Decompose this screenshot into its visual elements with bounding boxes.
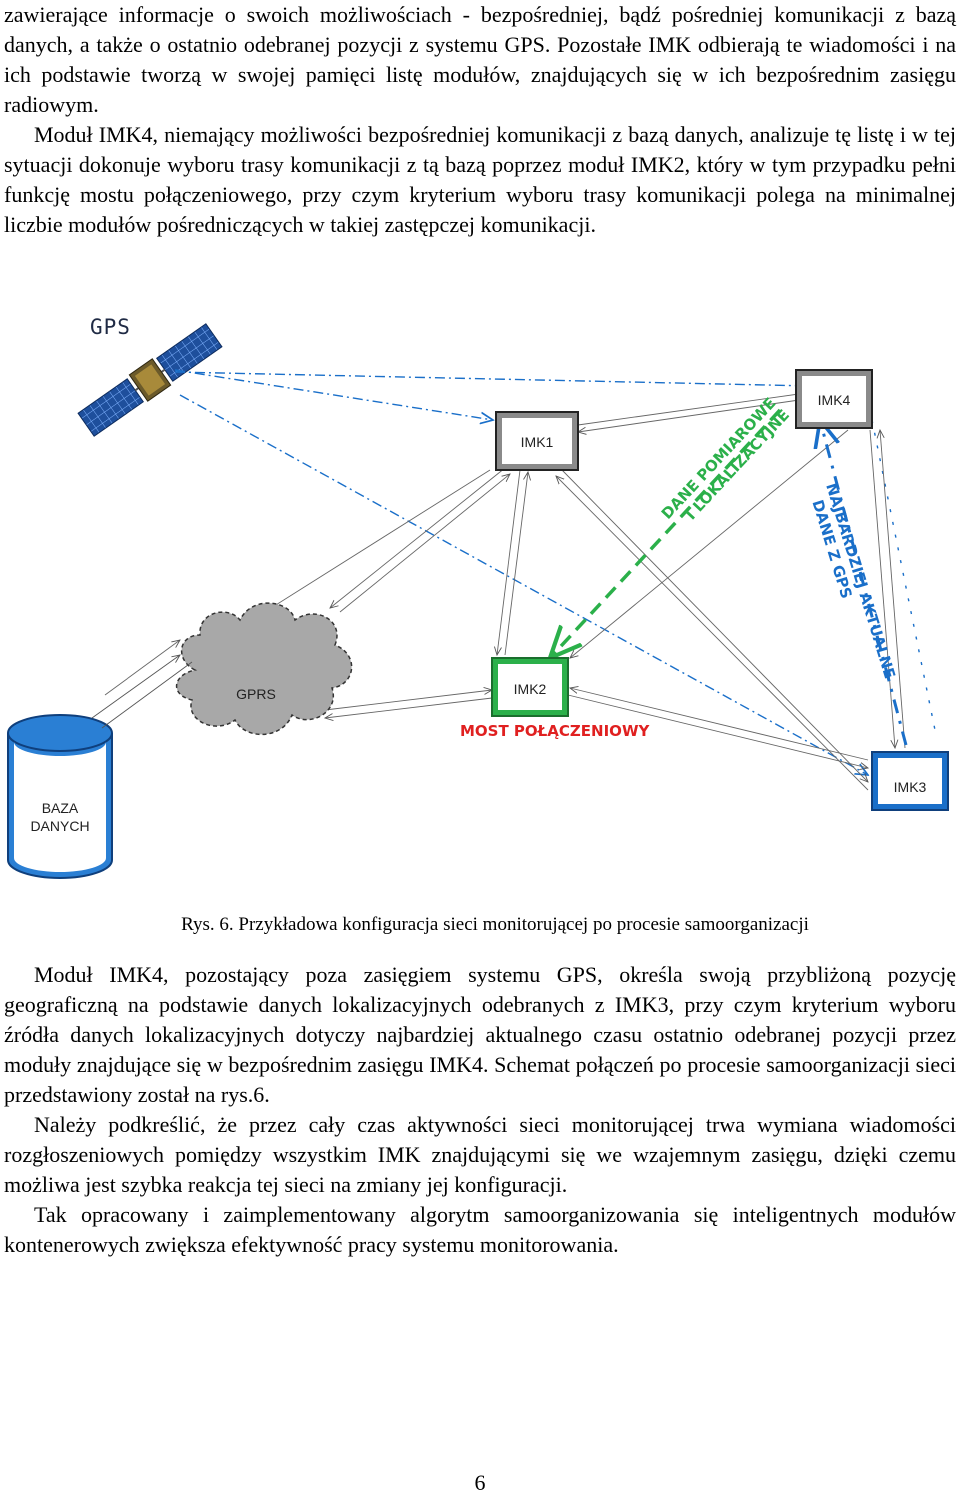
imk4-node: IMK4 (795, 369, 873, 429)
gps-label: GPS (90, 315, 131, 339)
measurement-data-path (550, 408, 782, 658)
svg-text:I LOKALIZACYJNE: I LOKALIZACYJNE (682, 406, 793, 523)
svg-text:GPRS: GPRS (236, 686, 276, 702)
svg-text:IMK1: IMK1 (521, 434, 554, 450)
top-text-block: zawierające informacje o swoich możliwoś… (4, 0, 956, 240)
svg-text:IMK4: IMK4 (818, 392, 851, 408)
svg-text:DANYCH: DANYCH (30, 818, 89, 834)
svg-text:DANE POMIAROWE: DANE POMIAROWE (658, 394, 780, 523)
bridge-label: MOST POŁĄCZENIOWY (460, 722, 650, 740)
gps-data-path (820, 420, 908, 746)
svg-text:IMK2: IMK2 (514, 681, 547, 697)
gps-satellite-icon: GPS (77, 315, 223, 437)
db-gprs-link (91, 655, 180, 719)
svg-text:BAZA: BAZA (42, 800, 79, 816)
paragraph-algorithm: Tak opracowany i zaimplementowany algory… (4, 1202, 956, 1257)
gprs-cloud-icon: GPRS (175, 602, 353, 736)
blue-path-label: NAJBARDZIEJ AKTUALNE DANE Z GPS (808, 481, 898, 681)
green-path-label: DANE POMIAROWE I LOKALIZACYJNE (658, 394, 793, 523)
paragraph-broadcast: Należy podkreślić, że przez cały czas ak… (4, 1112, 956, 1197)
network-diagram: GPS (7, 315, 949, 879)
paragraph-imk4-route: Moduł IMK4, niemający możliwości bezpośr… (4, 122, 956, 237)
imk3-node: IMK3 (871, 751, 949, 811)
radio-links (104, 392, 906, 791)
imk1-node: IMK1 (495, 411, 579, 471)
bottom-text-block: Moduł IMK4, pozostający poza zasięgiem s… (4, 960, 956, 1260)
svg-text:IMK3: IMK3 (894, 779, 927, 795)
page-number: 6 (474, 1470, 486, 1495)
db-gprs-link-return (101, 661, 193, 729)
database-icon: BAZA DANYCH (7, 714, 113, 879)
paragraph-imk4-position: Moduł IMK4, pozostający poza zasięgiem s… (4, 962, 956, 1107)
gps-broadcast-lines (174, 369, 936, 775)
imk2-node: IMK2 (491, 657, 569, 717)
figure-caption: Rys. 6. Przykładowa konfiguracja sieci m… (181, 914, 809, 935)
paragraph-continuation: zawierające informacje o swoich możliwoś… (4, 2, 956, 117)
